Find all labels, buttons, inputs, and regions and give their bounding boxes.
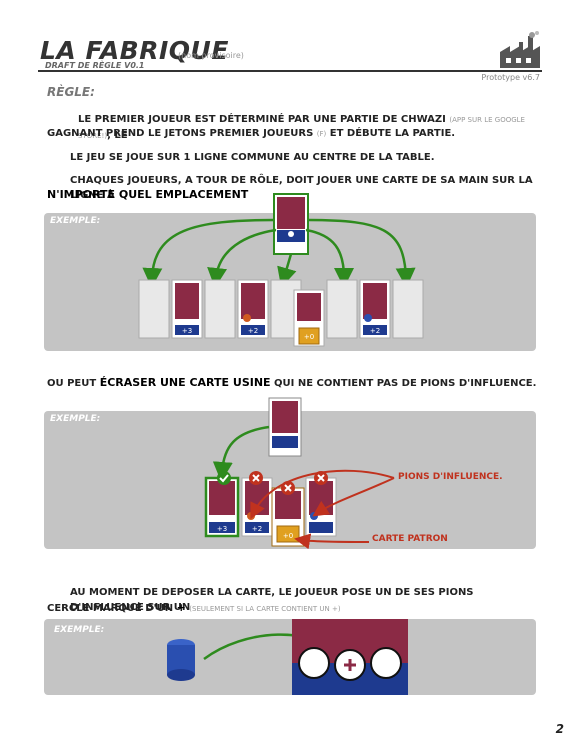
- card-value: +3: [182, 327, 192, 335]
- page-title: LA FABRIQUE: [40, 36, 229, 65]
- example-label: EXEMPLE:: [50, 414, 101, 424]
- example-panel-3: [44, 619, 536, 695]
- paragraph-line: LE JEU SE JOUE SUR 1 LIGNE COMMUNE AU CE…: [70, 152, 435, 163]
- example-1-diagram: +3 +2 +0 +2: [138, 193, 424, 347]
- section-label: RÈGLE:: [47, 85, 95, 99]
- title-note: (nom provisoire): [178, 51, 244, 60]
- emphasis: ÉCRASER UNE CARTE USINE: [99, 376, 271, 389]
- text: CERCLE MARQUÉ D'UN: [47, 603, 177, 614]
- card-value: +0: [304, 333, 314, 341]
- version-label: Prototype v6.7: [481, 73, 540, 82]
- example-label: EXEMPLE:: [54, 625, 105, 635]
- factory-icon: [500, 31, 540, 68]
- text: OU PEUT: [47, 378, 100, 389]
- example-label: EXEMPLE:: [50, 216, 101, 226]
- annotation-boss-card: CARTE PATRON: [372, 534, 448, 544]
- card-value: +2: [252, 525, 262, 533]
- paragraph-first-player-line2: GAGNANT PREND LE JETONS PREMIER JOUEURS …: [47, 126, 547, 142]
- paragraph-influence: AU MOMENT DE DEPOSER LA CARTE, LE JOUEUR…: [70, 587, 474, 613]
- draft-label: DRAFT DE RÈGLE V0.1: [45, 61, 145, 70]
- card-value: +0: [283, 532, 293, 540]
- plus-symbol: +: [176, 601, 186, 614]
- paragraph-overwrite: OU PEUT ÉCRASER UNE CARTE USINE QUI NE C…: [47, 375, 547, 391]
- annotation-influence-pawns: PIONS D'INFLUENCE.: [398, 472, 503, 482]
- example-2-diagram: +3 +2 +0: [204, 397, 395, 550]
- text: LE PREMIER JOUEUR EST DÉTERMINÉ PAR UNE …: [78, 114, 450, 125]
- paragraph-turn-emphasis: N'IMPORTE QUEL EMPLACEMENT: [47, 188, 249, 201]
- page-number: 2: [555, 722, 564, 736]
- note: (SEULEMENT SI LA CARTE CONTIENT UN +): [189, 605, 341, 613]
- card-value: +2: [248, 327, 258, 335]
- example-3-diagram: [167, 619, 408, 695]
- note: (APP SUR LE GOOGLE STORE!): [78, 116, 525, 140]
- text: , LE: [107, 130, 128, 141]
- card-value: +3: [217, 525, 227, 533]
- header-divider: [38, 70, 542, 72]
- paragraph-influence-line2: CERCLE MARQUÉ D'UN + (SEULEMENT SI LA CA…: [47, 600, 547, 617]
- text: GAGNANT PREND LE JETONS PREMIER JOUEURS: [47, 128, 317, 139]
- text: ET DÉBUTE LA PARTIE.: [326, 128, 456, 139]
- note: (F): [316, 130, 327, 138]
- paragraph-first-player: LE PREMIER JOUEUR EST DÉTERMINÉ PAR UNE …: [78, 112, 548, 144]
- card-value: +2: [370, 327, 380, 335]
- paragraph-turn: CHAQUES JOUEURS, A TOUR DE RÔLE, DOIT JO…: [70, 175, 533, 201]
- text: QUI NE CONTIENT PAS DE PIONS D'INFLUENCE…: [270, 378, 537, 389]
